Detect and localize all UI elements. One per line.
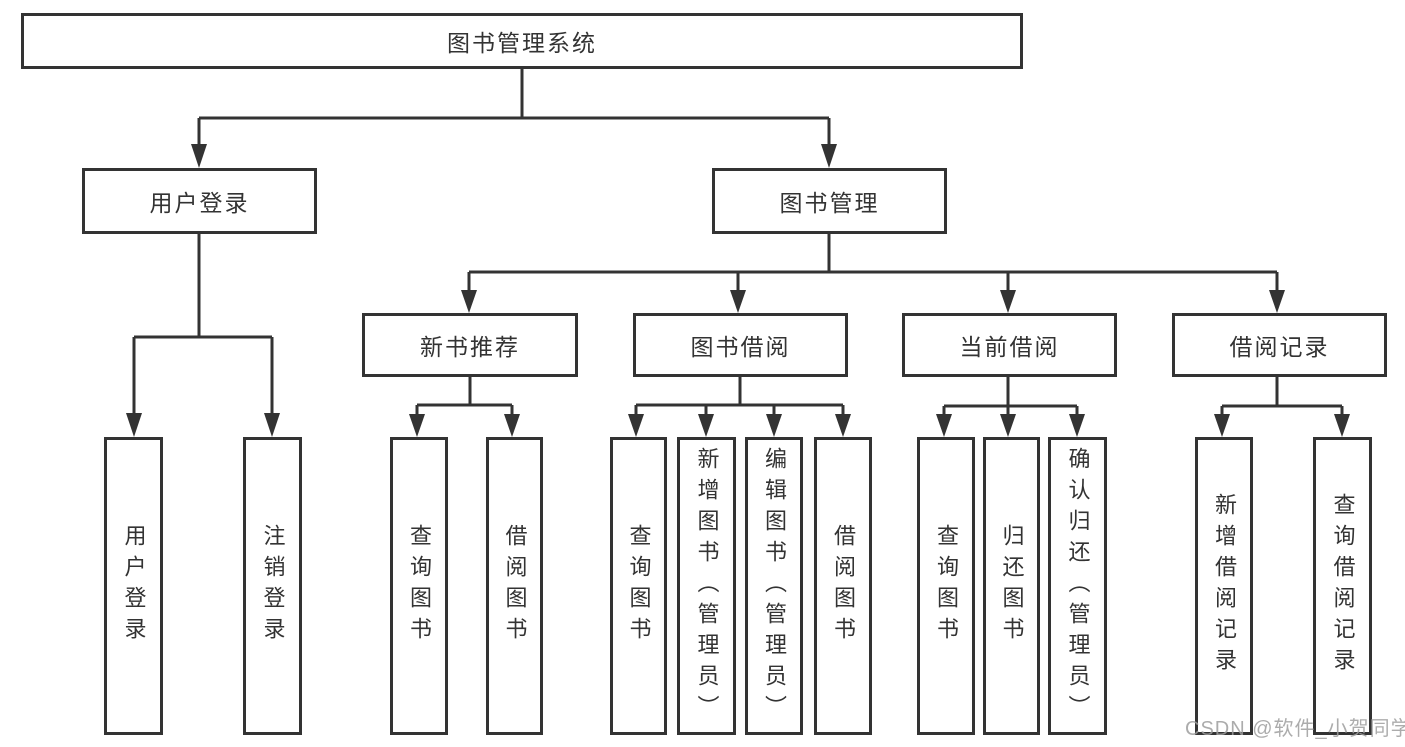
- edge-borrow-record-arrowheads: [1214, 414, 1350, 437]
- edge-borrow-record-group: [1220, 377, 1344, 416]
- node-book-mgmt: 图书管理: [712, 168, 947, 234]
- node-root: 图书管理系统: [21, 13, 1023, 69]
- node-new-book-recommend-label: 新书推荐: [420, 334, 520, 360]
- node-leaf-add-book-admin: 新增图书（管理员）: [677, 437, 736, 735]
- node-leaf-borrow-books-1: 借阅图书: [486, 437, 543, 735]
- node-book-borrow: 图书借阅: [633, 313, 848, 377]
- node-new-book-recommend: 新书推荐: [362, 313, 578, 377]
- node-leaf-logout-label: 注销登录: [260, 524, 286, 648]
- node-borrow-records: 借阅记录: [1172, 313, 1387, 377]
- edge-current-borrow-group: [942, 377, 1079, 416]
- csdn-watermark: CSDN @软件_小贺同学: [1185, 718, 1405, 740]
- node-leaf-query-borrow-record: 查询借阅记录: [1313, 437, 1372, 735]
- edge-book-mgmt-group: [467, 233, 1279, 292]
- node-root-label: 图书管理系统: [447, 30, 597, 56]
- edge-user-login-arrowheads: [126, 413, 280, 437]
- edge-root-arrowheads: [191, 144, 837, 168]
- edge-book-borrow-group: [634, 377, 845, 416]
- node-leaf-edit-book-admin: 编辑图书（管理员）: [745, 437, 803, 735]
- node-leaf-confirm-return-admin-label: 确认归还（管理员）: [1065, 446, 1091, 726]
- node-leaf-borrow-books-1-label: 借阅图书: [502, 524, 528, 648]
- edge-new-book-arrowheads: [409, 414, 520, 437]
- node-borrow-records-label: 借阅记录: [1229, 334, 1330, 360]
- node-leaf-query-books-2-label: 查询图书: [626, 524, 652, 648]
- node-leaf-edit-book-admin-label: 编辑图书（管理员）: [762, 446, 787, 726]
- node-leaf-query-books-3-label: 查询图书: [934, 524, 959, 648]
- edge-book-mgmt-arrowheads: [461, 290, 1285, 313]
- node-leaf-query-books-3: 查询图书: [917, 437, 975, 735]
- node-leaf-query-books-2: 查询图书: [610, 437, 667, 735]
- node-leaf-add-book-admin-label: 新增图书（管理员）: [694, 446, 720, 726]
- node-current-borrow-label: 当前借阅: [959, 334, 1060, 360]
- node-book-mgmt-label: 图书管理: [779, 190, 880, 216]
- node-leaf-query-books-1-label: 查询图书: [407, 524, 432, 648]
- node-book-borrow-label: 图书借阅: [690, 334, 791, 360]
- node-leaf-query-borrow-record-label: 查询借阅记录: [1330, 493, 1356, 679]
- edge-user-login-group: [132, 233, 274, 416]
- node-user-login-label: 用户登录: [149, 190, 250, 216]
- edge-new-book-group: [415, 377, 514, 416]
- node-leaf-return-book-label: 归还图书: [999, 524, 1025, 648]
- node-leaf-add-borrow-record-label: 新增借阅记录: [1212, 493, 1237, 679]
- node-leaf-return-book: 归还图书: [983, 437, 1040, 735]
- node-leaf-borrow-books-2-label: 借阅图书: [831, 524, 856, 648]
- node-leaf-borrow-books-2: 借阅图书: [814, 437, 872, 735]
- node-current-borrow: 当前借阅: [902, 313, 1117, 377]
- node-leaf-user-login: 用户登录: [104, 437, 163, 735]
- node-leaf-logout: 注销登录: [243, 437, 302, 735]
- edge-current-borrow-arrowheads: [936, 414, 1085, 437]
- node-leaf-user-login-label: 用户登录: [121, 524, 147, 648]
- node-user-login: 用户登录: [82, 168, 317, 234]
- node-leaf-confirm-return-admin: 确认归还（管理员）: [1048, 437, 1107, 735]
- edge-root-to-level2: [197, 69, 831, 146]
- node-leaf-query-books-1: 查询图书: [390, 437, 448, 735]
- node-leaf-add-borrow-record: 新增借阅记录: [1195, 437, 1253, 735]
- edge-book-borrow-arrowheads: [628, 414, 851, 437]
